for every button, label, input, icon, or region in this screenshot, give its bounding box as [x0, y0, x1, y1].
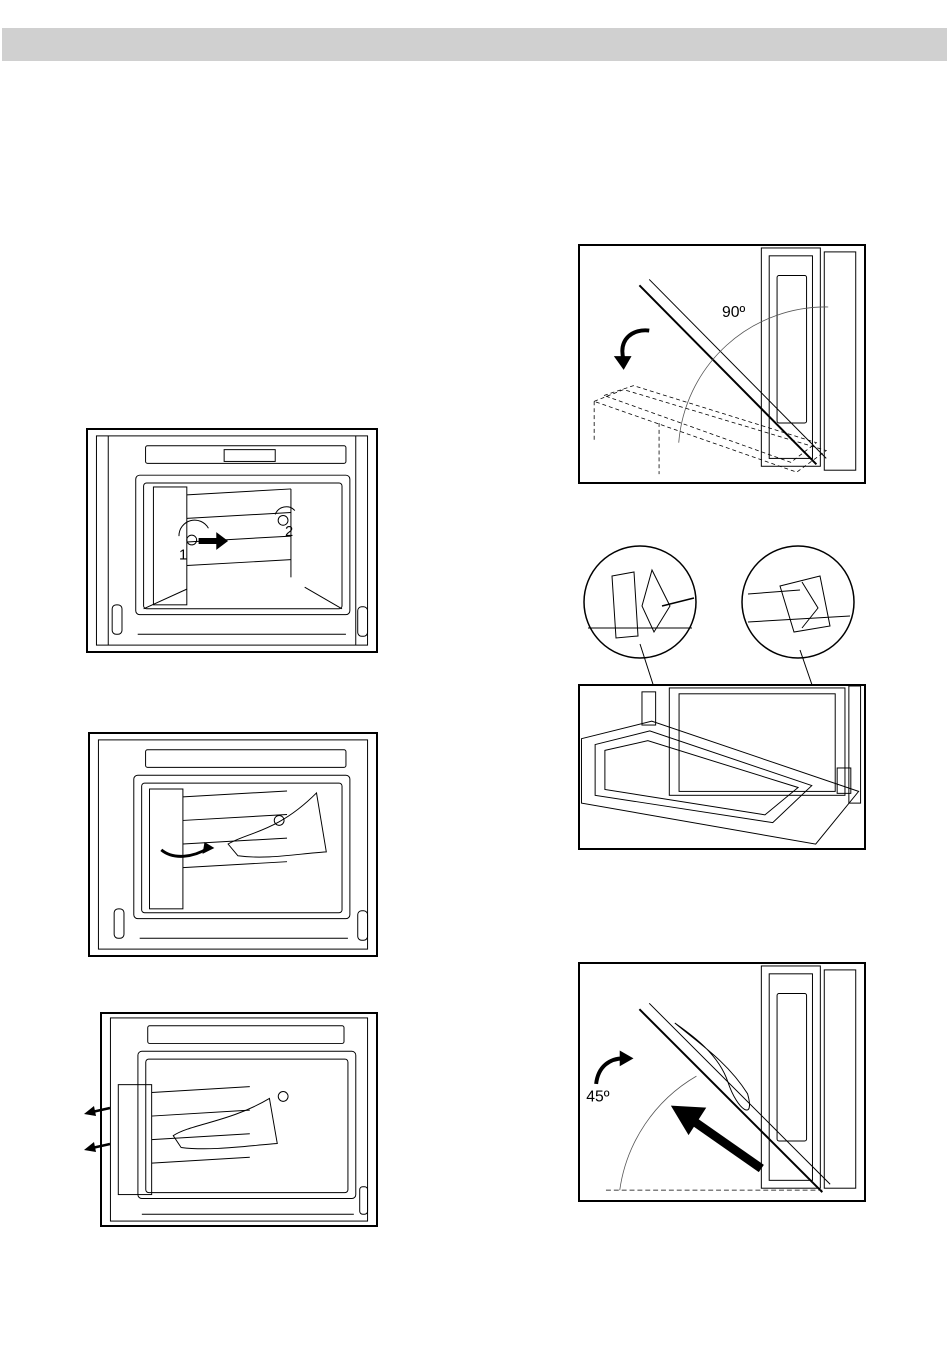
- step-label-1: 1: [179, 548, 187, 564]
- door-refit-illustration: 45º: [580, 964, 864, 1200]
- door-hinge-illustration: [580, 686, 864, 848]
- angle-label-45: 45º: [586, 1089, 609, 1106]
- header-band: [2, 28, 947, 61]
- figure-hinge-detail: [578, 684, 866, 850]
- angle-label-90: 90º: [722, 304, 745, 321]
- oven-hand-illustration: [90, 734, 376, 955]
- oven-rack-removal-illustration: [102, 1014, 376, 1225]
- figure-rack-lift: [88, 732, 378, 957]
- figure-rack-remove: [100, 1012, 378, 1227]
- door-tilt-illustration: 90º: [580, 246, 864, 482]
- figure-door-refit: 45º: [578, 962, 866, 1202]
- figure-door-open: 90º: [578, 244, 866, 484]
- oven-interior-illustration: 1 2: [88, 430, 376, 651]
- figure-rack-unscrew: 1 2: [86, 428, 378, 653]
- step-label-2: 2: [285, 524, 293, 540]
- pull-out-arrows: [82, 1102, 112, 1158]
